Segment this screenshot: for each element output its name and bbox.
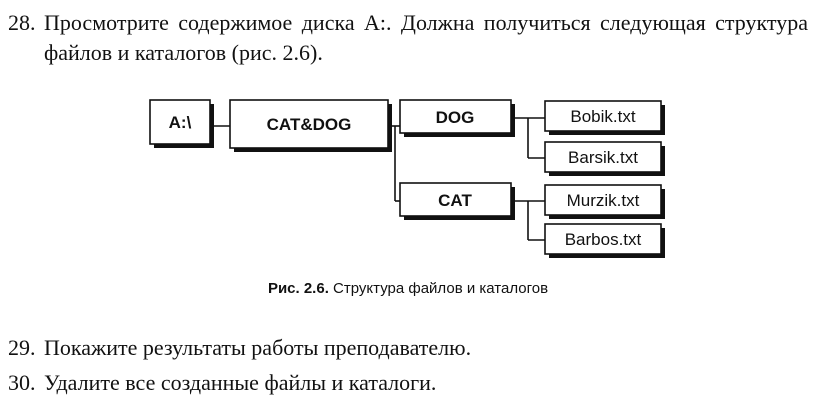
file-label: Murzik.txt [567, 191, 640, 210]
folder-label: CAT&DOG [267, 115, 352, 134]
task-text: Удалите все созданные файлы и каталоги. [44, 370, 437, 395]
caption-label: Рис. 2.6. [267, 280, 329, 297]
folder-node-dog: DOG [399, 99, 515, 137]
subfolder-label: CAT [438, 191, 472, 210]
task-29: 29. Покажите результаты работы преподава… [8, 333, 808, 363]
file-node: Barbos.txt [544, 223, 665, 258]
task-30: 30. Удалите все созданные файлы и катало… [8, 368, 808, 398]
task-number: 30. [8, 370, 36, 395]
file-node: Bobik.txt [544, 100, 665, 135]
file-label: Barbos.txt [565, 230, 642, 249]
file-node: Murzik.txt [544, 184, 665, 219]
task-text: Просмотрите содержимое диска A:. Должна … [44, 10, 808, 65]
drive-node: A:\ [149, 99, 214, 148]
subfolder-label: DOG [436, 108, 475, 127]
file-label: Bobik.txt [570, 107, 635, 126]
file-label: Barsik.txt [568, 148, 638, 167]
file-node: Barsik.txt [544, 141, 665, 176]
caption-text: Структура файлов и каталогов [328, 280, 549, 297]
drive-label: A:\ [169, 113, 192, 132]
task-number: 28. [8, 10, 36, 35]
folder-node-cat: CAT [399, 182, 515, 220]
task-text: Покажите результаты работы преподавателю… [44, 335, 472, 360]
task-number: 29. [8, 335, 36, 360]
task-28: 28. Просмотрите содержимое диска A:. Дол… [8, 8, 808, 68]
folder-node-catdog: CAT&DOG [229, 99, 392, 152]
figure-caption: Рис. 2.6. Структура файлов и каталогов [0, 280, 816, 297]
